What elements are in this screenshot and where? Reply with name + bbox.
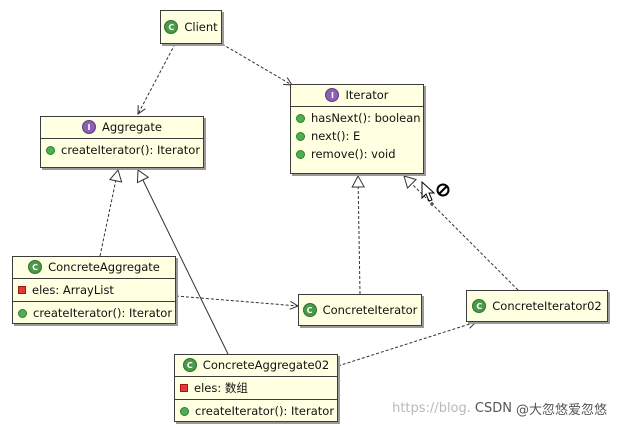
- dependency-concreteaggregate02-concreteiterator02: [337, 322, 476, 367]
- aggregate-header: I Aggregate: [41, 117, 203, 139]
- public-icon: [46, 145, 55, 155]
- public-icon: [296, 113, 305, 123]
- concreteaggregate02-name: ConcreteAggregate02: [202, 358, 330, 372]
- no-drop-icon: [436, 183, 450, 197]
- iterator-interface[interactable]: I Iterator hasNext(): boolean next(): E …: [290, 84, 424, 174]
- concreteaggregate-name: ConcreteAggregate: [48, 260, 160, 274]
- method-label: createIterator(): Iterator: [195, 404, 335, 418]
- client-name: Client: [184, 20, 218, 34]
- public-icon: [296, 131, 305, 141]
- watermark-url: https://blog.: [392, 401, 471, 416]
- concreteaggregate02-header: C ConcreteAggregate02: [175, 355, 337, 377]
- method-row: createIterator(): Iterator: [180, 402, 335, 420]
- concreteaggregate02-class[interactable]: C ConcreteAggregate02 eles: 数组 createIte…: [174, 354, 338, 422]
- aggregate-interface[interactable]: I Aggregate createIterator(): Iterator: [40, 116, 204, 168]
- dependency-client-aggregate: [138, 43, 176, 114]
- method-row: next(): E: [296, 127, 418, 145]
- watermark-site: CSDN: [474, 401, 512, 416]
- dependency-concreteaggregate-concreteiterator: [175, 295, 298, 306]
- field-label: eles: 数组: [194, 381, 248, 395]
- client-class[interactable]: C Client: [160, 10, 222, 44]
- class-icon: C: [472, 299, 487, 313]
- method-label: createIterator(): Iterator: [33, 306, 173, 320]
- public-icon: [18, 308, 27, 318]
- aggregate-name: Aggregate: [102, 120, 162, 134]
- concreteiterator-class[interactable]: C ConcreteIterator: [298, 294, 422, 326]
- realization-concreteaggregate-aggregate: [99, 168, 123, 257]
- concreteaggregate-methods: createIterator(): Iterator: [13, 301, 175, 324]
- realization-concreteiterator-iterator: [351, 174, 366, 295]
- field-row: eles: 数组: [180, 379, 332, 397]
- watermark-author: @大忽悠爱忽悠: [515, 403, 607, 418]
- iterator-methods: hasNext(): boolean next(): E remove(): v…: [291, 107, 423, 165]
- concreteiterator-header: C ConcreteIterator: [299, 295, 421, 325]
- dependency-client-iterator: [221, 43, 292, 85]
- concreteiterator-name: ConcreteIterator: [322, 303, 418, 317]
- concreteaggregate-fields: eles: ArrayList: [13, 279, 175, 301]
- method-row: remove(): void: [296, 145, 418, 163]
- method-row: createIterator(): Iterator: [18, 304, 173, 322]
- concreteiterator02-name: ConcreteIterator02: [492, 299, 602, 313]
- aggregate-methods: createIterator(): Iterator: [41, 139, 203, 161]
- field-label: eles: ArrayList: [32, 283, 114, 297]
- client-header: C Client: [161, 11, 221, 43]
- method-label: hasNext(): boolean: [311, 111, 421, 125]
- method-row: createIterator(): Iterator: [46, 141, 201, 159]
- method-label: createIterator(): Iterator: [61, 143, 201, 157]
- public-icon: [296, 149, 305, 159]
- iterator-name: Iterator: [345, 88, 389, 102]
- method-label: remove(): void: [311, 147, 396, 161]
- concreteaggregate-header: C ConcreteAggregate: [13, 257, 175, 279]
- private-icon: [180, 384, 188, 392]
- class-icon: C: [164, 20, 179, 34]
- method-row: hasNext(): boolean: [296, 109, 421, 127]
- concreteaggregate02-methods: createIterator(): Iterator: [175, 399, 337, 422]
- mouse-cursor-icon: [421, 180, 436, 206]
- class-icon: C: [28, 260, 43, 274]
- private-icon: [18, 286, 26, 294]
- class-icon: C: [302, 303, 317, 317]
- method-label: next(): E: [311, 129, 361, 143]
- watermark: https://blog. CSDN @大忽悠爱忽悠: [392, 399, 607, 418]
- link-concreteaggregate02-aggregate: [136, 169, 229, 355]
- class-icon: C: [182, 358, 197, 372]
- concreteaggregate02-fields: eles: 数组: [175, 377, 337, 399]
- realization-concreteiterator02-iterator: [403, 175, 519, 291]
- concreteaggregate-class[interactable]: C ConcreteAggregate eles: ArrayList crea…: [12, 256, 176, 324]
- public-icon: [180, 406, 189, 416]
- iterator-header: I Iterator: [291, 85, 423, 107]
- concreteiterator02-header: C ConcreteIterator02: [467, 291, 607, 321]
- interface-icon: I: [325, 88, 340, 102]
- field-row: eles: ArrayList: [18, 281, 170, 299]
- concreteiterator02-class[interactable]: C ConcreteIterator02: [466, 290, 608, 322]
- interface-icon: I: [82, 120, 97, 134]
